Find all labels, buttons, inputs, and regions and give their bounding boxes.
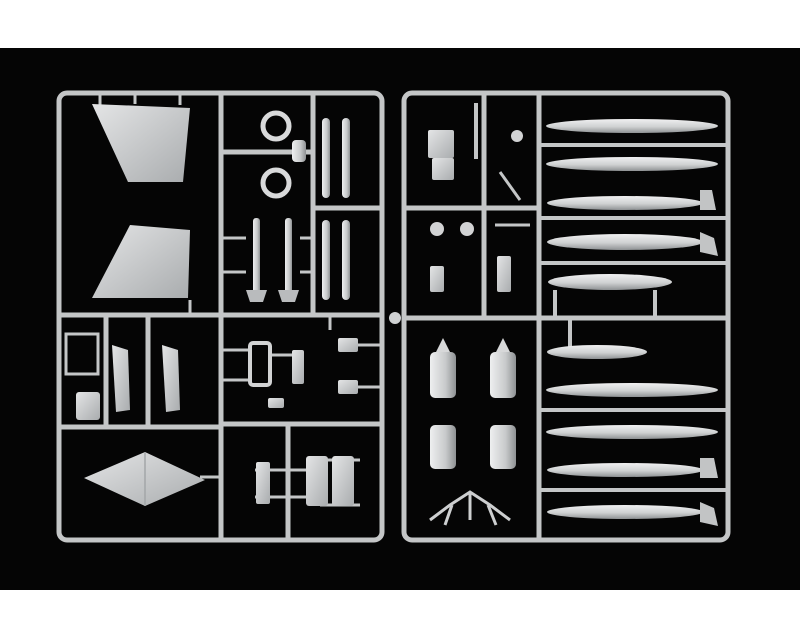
left-sprue [56,90,385,543]
right-runners [539,143,728,492]
intake-part-1 [248,341,272,387]
cockpit-part [428,130,454,158]
antenna-part [474,103,478,159]
engine-ring-upper [260,110,292,142]
drop-tank-1 [546,119,718,133]
panel-part-3 [332,456,354,506]
drop-tank-3 [548,274,672,290]
small-block-part-2 [338,380,358,394]
missile-with-fin-3 [547,458,718,478]
small-missile-left [246,218,267,302]
drop-tank-6 [546,425,718,439]
missile-vertical-4 [342,220,350,300]
nacelle-part-1 [430,338,456,398]
small-block-part-1 [338,338,358,352]
landing-gear-part [429,490,511,526]
sprue-connector-gate [389,312,401,324]
right-sprue [401,90,731,543]
wheel-part-2 [430,222,444,236]
missile-vertical-2 [342,118,350,198]
missile-with-fin-4 [547,502,718,526]
cockpit-part-base [432,158,454,180]
small-missile-right [278,218,299,302]
small-nozzle-part [292,140,306,162]
missile-vertical-3 [322,220,330,300]
panel-part-1 [256,462,270,504]
nacelle-half-1 [430,425,456,469]
bracket-part [64,332,100,376]
strut-part-1 [498,171,522,201]
landing-gear-door-1 [112,345,130,412]
drop-tank-5 [546,383,718,397]
missile-with-fin-2 [547,232,718,256]
engine-ring-lower [260,167,292,199]
intake-part-2 [292,350,304,384]
nacelle-half-2 [490,425,516,469]
landing-gear-door-2 [162,345,180,412]
seat-part [76,392,100,420]
pylon-part-2 [497,256,511,292]
panel-part-2 [306,456,328,506]
wheel-part-3 [460,222,474,236]
missile-with-fin-1 [547,190,716,210]
drop-tank-4 [547,345,647,359]
nacelle-part-2 [490,338,516,398]
fin-part-lower [92,225,190,298]
fin-part-upper [92,104,190,182]
missile-vertical-1 [322,118,330,198]
wheel-part-1 [511,130,523,142]
drop-tank-2 [546,157,718,171]
small-block-part-3 [268,398,284,408]
pylon-part-1 [430,266,444,292]
